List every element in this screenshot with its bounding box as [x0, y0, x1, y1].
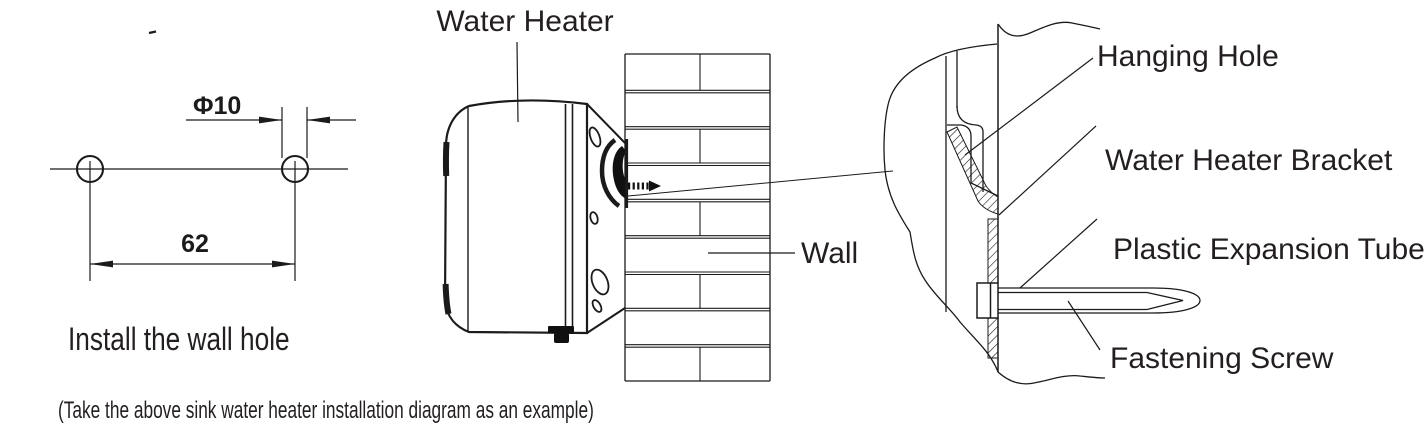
screw-head-section — [976, 282, 999, 319]
left-caption: Install the wall hole — [68, 323, 290, 358]
wall-break-bottom — [997, 371, 1106, 385]
detail-callouts: Hanging Hole Water Heater Bracket Plasti… — [964, 40, 1425, 375]
water-heater-body — [442, 99, 661, 343]
heater-on-wall-view: Water Heater Wall — [436, 5, 894, 382]
heater-back-panel-section — [945, 51, 999, 312]
wall-callout: Wall — [708, 237, 858, 270]
fastening-screw-label: Fastening Screw — [1110, 342, 1334, 375]
brick-wall — [624, 53, 771, 382]
edge-shade-bottom — [442, 283, 452, 315]
expansion-tube-leader — [1019, 218, 1098, 289]
water-heater-callout: Water Heater — [436, 5, 614, 123]
hole-diameter-text: Φ10 — [193, 92, 241, 120]
wall-hole-dimension-drawing: Φ10 62 Install the wall hole — [50, 92, 356, 358]
wall-screw — [628, 180, 661, 192]
hole-spacing-text: 62 — [181, 230, 209, 258]
brick-courses — [625, 89, 770, 348]
bracket-section-hatched — [946, 126, 999, 359]
back-plate-slots — [588, 126, 610, 313]
back-plate-bottom-edge — [586, 307, 626, 334]
expansion-tube-section — [998, 287, 1201, 314]
screw-point — [1146, 291, 1184, 311]
spacing-dimension: 62 — [90, 230, 295, 268]
expansion-tube-label: Plastic Expansion Tube — [1113, 233, 1425, 266]
back-plate-top-edge — [586, 103, 626, 144]
bracket-label: Water Heater Bracket — [1105, 144, 1393, 177]
mounting-hook — [599, 138, 629, 208]
fastening-screw-leader — [1067, 300, 1101, 351]
drain-plug — [548, 326, 574, 343]
edge-shade-top — [442, 141, 450, 177]
stray-mark — [148, 30, 157, 35]
diameter-dimension: Φ10 — [186, 92, 356, 124]
tube-rounded-tip — [1152, 287, 1201, 314]
detail-reference-line — [627, 170, 894, 197]
footnote: (Take the above sink water heater instal… — [58, 397, 594, 423]
heater-outline — [443, 99, 589, 335]
bracket-leader — [998, 125, 1097, 216]
wall-label: Wall — [801, 237, 858, 270]
bracket-detail-view: Hanging Hole Water Heater Bracket Plasti… — [883, 21, 1425, 385]
hanging-hole-leader — [964, 57, 1094, 156]
water-heater-label: Water Heater — [436, 5, 613, 38]
detail-bubble-edge — [883, 43, 999, 373]
hanging-hole-label: Hanging Hole — [1097, 40, 1279, 73]
water-heater-leader — [516, 41, 519, 123]
wall-break-top — [997, 21, 1101, 37]
